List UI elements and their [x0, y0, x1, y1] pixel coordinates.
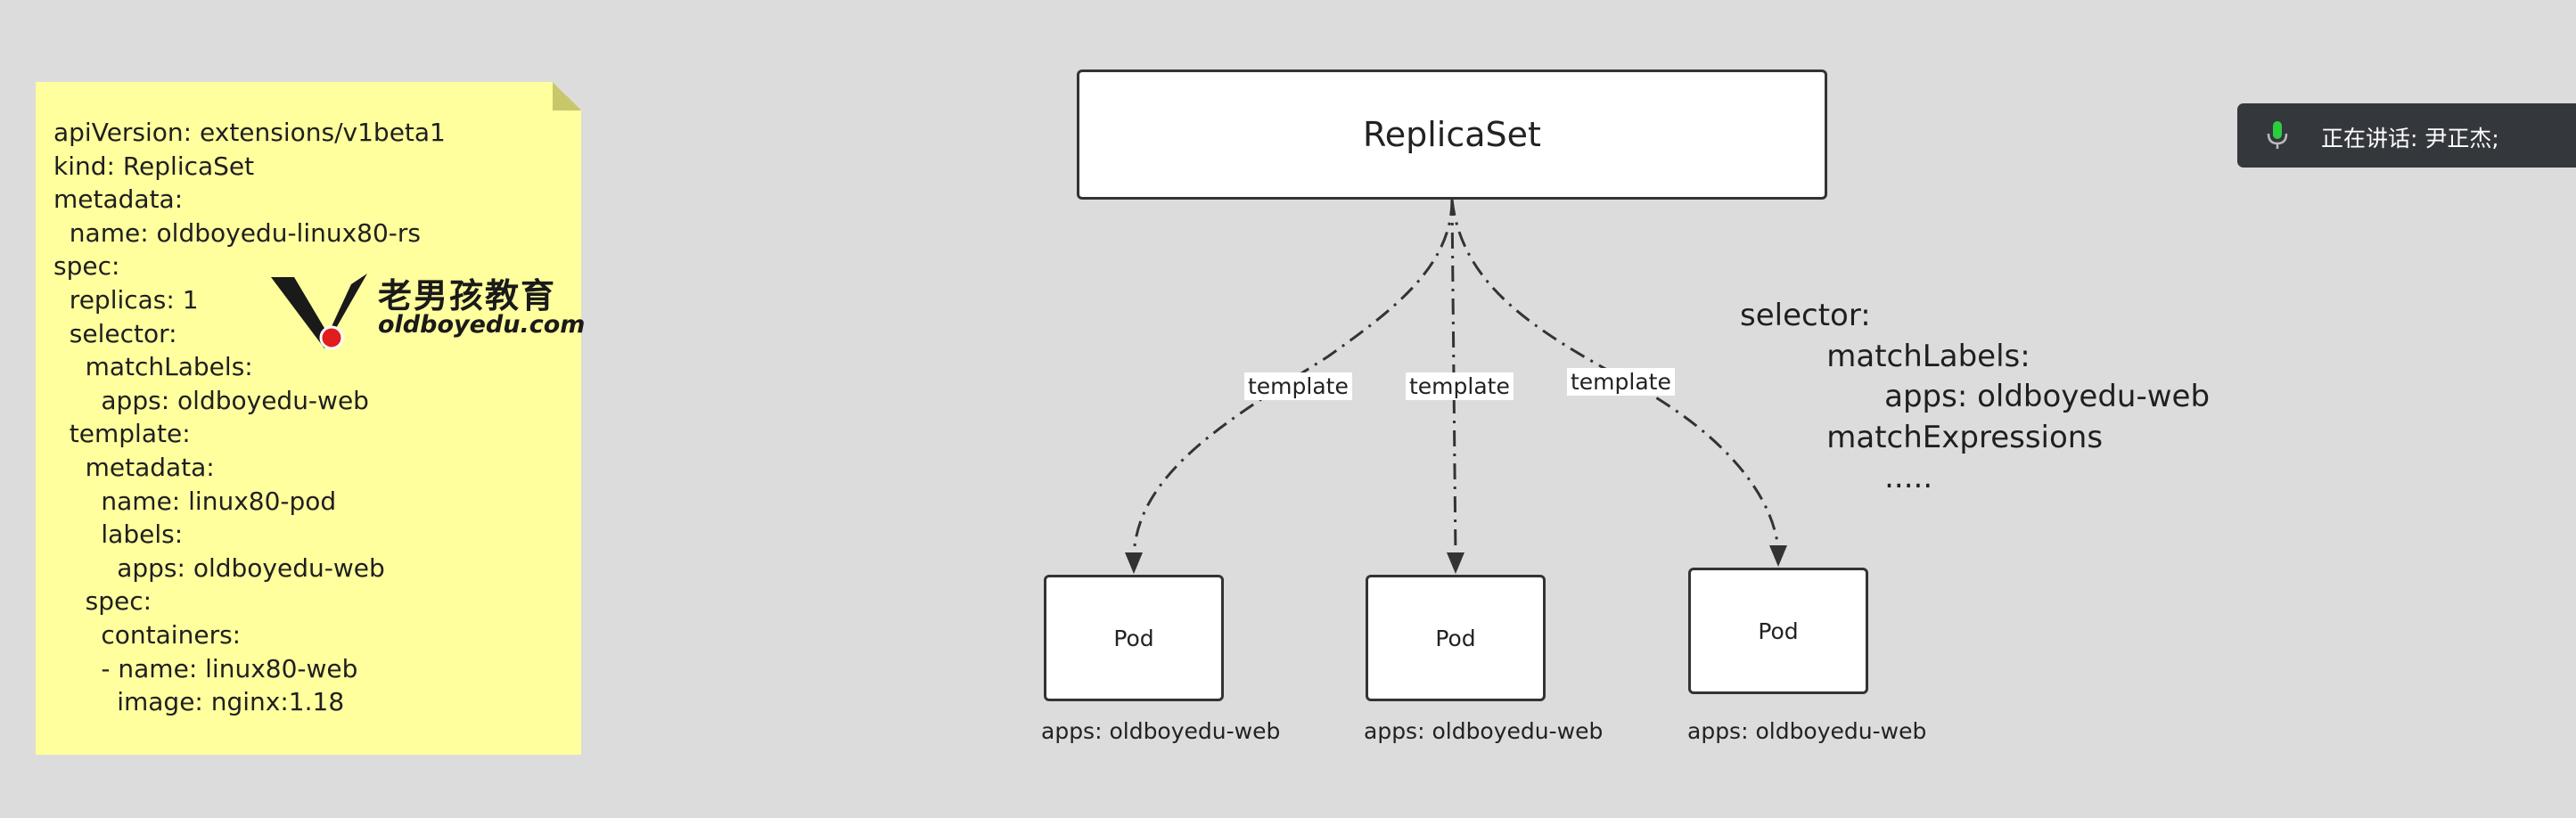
arrowhead-pod-1 — [1125, 552, 1143, 574]
yaml-line: replicas: 1 — [53, 284, 199, 315]
edge-label-template: template — [1244, 372, 1352, 400]
yaml-sticky-note: apiVersion: extensions/v1beta1 kind: Rep… — [36, 82, 585, 755]
yaml-line: containers: — [53, 619, 242, 650]
yaml-line: image: nginx:1.18 — [53, 687, 345, 717]
selector-line: matchLabels: — [1740, 338, 2030, 374]
replicaset-node: ReplicaSet — [1077, 70, 1827, 200]
yaml-line: name: linux80-pod — [53, 486, 337, 516]
yaml-line: labels: — [53, 519, 184, 550]
logo-chinese-text: 老男孩教育 — [378, 276, 557, 315]
yaml-line: apps: oldboyedu-web — [53, 552, 385, 583]
arrowhead-pod-2 — [1447, 552, 1464, 574]
edge-to-pod-1 — [1132, 199, 1454, 558]
selector-line: ..... — [1740, 460, 1933, 495]
microphone-icon — [2267, 121, 2288, 149]
yaml-code-block: apiVersion: extensions/v1beta1 kind: Rep… — [53, 116, 446, 719]
speaking-text: 正在讲话: 尹正杰; — [2321, 126, 2499, 151]
selector-line: matchExpressions — [1740, 419, 2104, 455]
pod-label: Pod — [1113, 625, 1154, 651]
arrowhead-pod-3 — [1769, 545, 1787, 567]
oldboyedu-logo: 老男孩教育 oldboyedu.com — [269, 265, 590, 354]
selector-line: apps: oldboyedu-web — [1740, 379, 2211, 414]
pod-label: Pod — [1435, 625, 1476, 651]
selector-line: selector: — [1740, 298, 1871, 333]
yaml-line: spec: — [53, 586, 152, 617]
yaml-line: name: oldboyedu-linux80-rs — [53, 217, 422, 248]
yaml-line: selector: — [53, 318, 177, 348]
pod-caption: apps: oldboyedu-web — [1364, 718, 1604, 744]
logo-english-text: oldboyedu.com — [378, 311, 586, 339]
edge-label-template: template — [1406, 372, 1514, 400]
yaml-line: metadata: — [53, 452, 215, 482]
pod-node: Pod — [1044, 575, 1224, 701]
pod-caption: apps: oldboyedu-web — [1041, 718, 1281, 744]
pod-caption: apps: oldboyedu-web — [1687, 718, 1927, 744]
note-fold-corner — [553, 82, 581, 110]
pod-label: Pod — [1758, 618, 1799, 644]
yaml-line: apiVersion: extensions/v1beta1 — [53, 118, 446, 147]
pod-node: Pod — [1688, 568, 1868, 694]
yaml-line: metadata: — [53, 184, 184, 215]
speaking-indicator: 正在讲话: 尹正杰; — [2237, 103, 2576, 168]
replicaset-label: ReplicaSet — [1363, 115, 1541, 154]
yaml-line: - name: linux80-web — [53, 653, 358, 683]
yaml-line: matchLabels: — [53, 352, 253, 382]
yaml-line: apps: oldboyedu-web — [53, 385, 369, 415]
edge-label-template: template — [1567, 368, 1675, 396]
logo-v-mark-icon — [271, 274, 367, 350]
yaml-line: template: — [53, 419, 191, 449]
yaml-line: kind: ReplicaSet — [53, 151, 255, 181]
selector-annotation: selector: matchLabels: apps: oldboyedu-w… — [1740, 296, 2210, 499]
yaml-line: spec: — [53, 251, 120, 282]
pod-node: Pod — [1366, 575, 1546, 701]
